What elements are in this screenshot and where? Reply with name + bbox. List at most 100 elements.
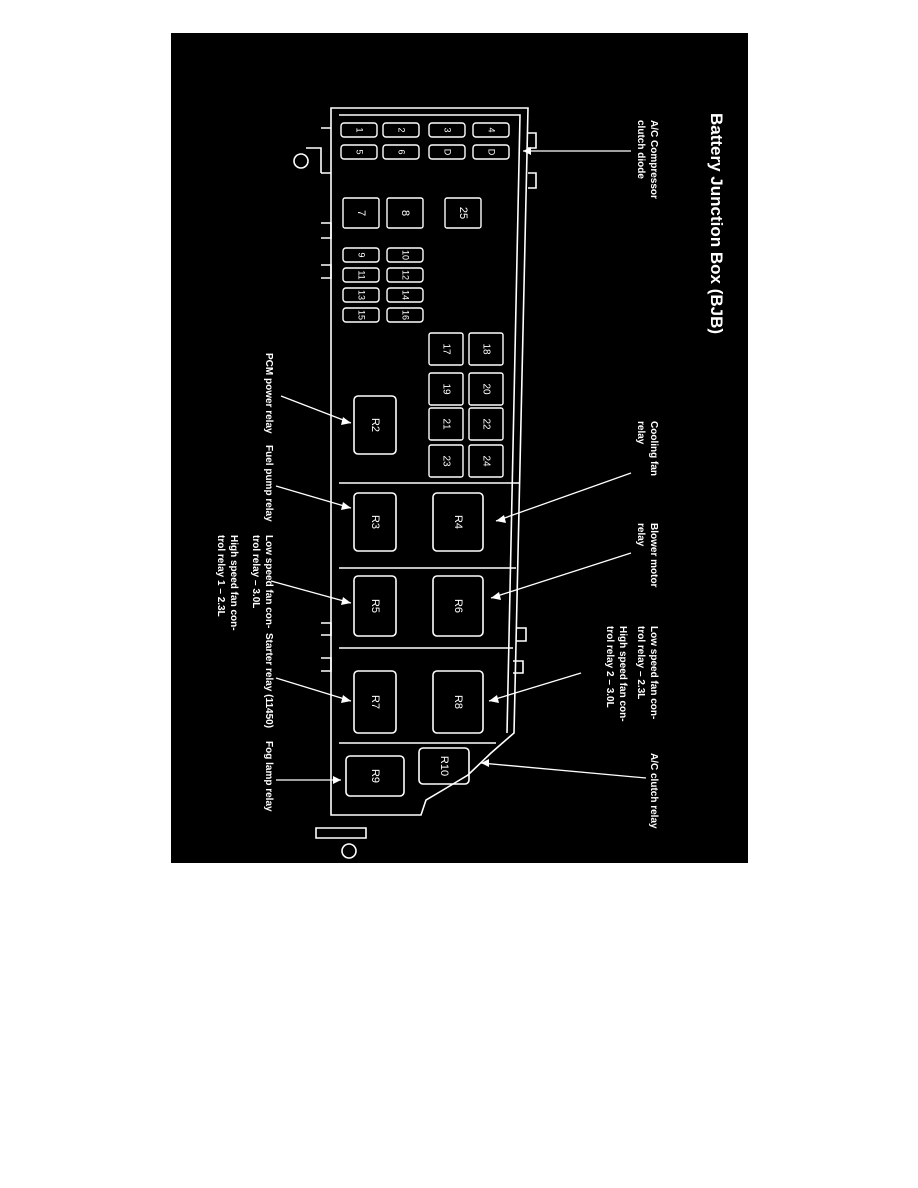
fuse-small-0-outline (340, 122, 378, 138)
relay-r10-label: R10 (438, 756, 450, 776)
fuse-mid-20-label: 20 (480, 383, 491, 395)
label-blower-motor-2: relay (635, 523, 646, 547)
svg-text:trol relay – 3.0L: trol relay – 3.0L (250, 535, 261, 608)
fuse-small-3-label: 4 (487, 127, 497, 132)
fuse-small-7-label: D (487, 149, 497, 156)
svg-text:Fuel pump relay: Fuel pump relay (263, 445, 274, 522)
arrowhead-low-speed-30 (341, 597, 351, 605)
arrowhead-fuel-pump (341, 502, 351, 510)
mount-tab-left-2 (321, 264, 332, 279)
relay-r6-label: R6 (452, 599, 464, 613)
fuse-small-10-label: 11 (357, 270, 367, 279)
label-fuel-pump: Fuel pump relay (263, 445, 274, 522)
mount-tab-top-left (306, 127, 331, 174)
mount-hole-bottom (341, 843, 357, 859)
arrow-blower-motor (490, 552, 632, 599)
fuse-small-13-label: 14 (401, 290, 411, 300)
fuse-mid-23-label: 23 (440, 455, 451, 467)
fuse-small-3-outline (472, 122, 510, 138)
fuse-small-1-label: 2 (397, 127, 407, 132)
fuse-mid-21-label: 21 (440, 418, 451, 430)
fuse-small-2-outline (428, 122, 466, 138)
fuse-small-12-label: 13 (357, 290, 367, 300)
arrowhead-ac-compressor (523, 147, 531, 155)
label-low-speed-30-1: Low speed fan con- (263, 535, 274, 628)
fuse-small-15-outline (386, 307, 424, 323)
svg-text:Low speed fan con-: Low speed fan con- (263, 535, 274, 628)
mount-tab-left-1 (321, 222, 332, 239)
page-title: Battery Junction Box (BJB) (707, 113, 726, 334)
arrow-low-speed-30 (270, 580, 352, 604)
fuse-small-5-label: 6 (397, 149, 407, 154)
fuse-small-10-outline (342, 267, 380, 283)
label-ac-compressor-2: clutch diode (635, 120, 646, 179)
fuse-small-13-outline (386, 287, 424, 303)
label-low-speed-23-2: trol relay – 2.3L (635, 626, 646, 699)
arrowhead-starter (341, 695, 351, 703)
fuse-mid-18-label: 18 (480, 343, 491, 355)
fuse-small-6-outline (428, 144, 466, 160)
arrow-pcm-power (280, 395, 352, 424)
fuse-mid-20-outline (468, 372, 504, 406)
label-cooling-fan-1: Cooling fan (648, 421, 659, 476)
relay-r7-outline (353, 670, 397, 734)
svg-text:relay: relay (635, 421, 646, 445)
fuse-mid-18-outline (468, 332, 504, 366)
fuse-mid-19-outline (428, 372, 464, 406)
fuse-small-6-label: D (443, 149, 453, 156)
fuse-small-8-outline (342, 247, 380, 263)
svg-text:trol relay – 2.3L: trol relay – 2.3L (635, 626, 646, 699)
label-high-speed-23-1: High speed fan con- (228, 535, 239, 631)
mount-tab-right-1 (528, 132, 537, 149)
fuse-small-9-outline (386, 247, 424, 263)
label-high-speed-30-1: High speed fan con- (617, 626, 628, 722)
fuse-small-4-label: 5 (355, 149, 365, 154)
fuse-mid-24-label: 24 (480, 455, 491, 467)
relay-r5-outline (353, 575, 397, 637)
fuse-mid-21-outline (428, 407, 464, 441)
mount-tab-left-4 (321, 657, 332, 672)
fuse-mid-22-outline (468, 407, 504, 441)
relay-r9-label: R9 (369, 769, 381, 783)
relay-r8-outline (432, 670, 484, 734)
svg-text:High speed fan con-: High speed fan con- (617, 626, 628, 722)
fuse-small-2-label: 3 (443, 127, 453, 132)
fuse-small-8-label: 9 (357, 252, 367, 257)
fuse-large-8-label: 8 (399, 210, 411, 216)
fuse-mid-17-outline (428, 332, 464, 366)
svg-text:Fog lamp relay: Fog lamp relay (263, 741, 274, 812)
svg-text:A/C Compressor: A/C Compressor (648, 120, 659, 199)
svg-text:Starter relay (11450): Starter relay (11450) (263, 633, 274, 728)
relay-r2-outline (353, 395, 397, 455)
svg-text:Blower motor: Blower motor (648, 523, 659, 588)
fuse-small-4-outline (340, 144, 378, 160)
label-pcm-power: PCM power relay (263, 353, 274, 434)
relay-r3-label: R3 (369, 515, 381, 529)
fuse-mid-17-label: 17 (440, 343, 451, 355)
fuse-large-25-outline (444, 197, 482, 229)
svg-text:PCM power relay: PCM power relay (263, 353, 274, 434)
relay-r2-label: R2 (369, 418, 381, 432)
mount-tab-right-4 (513, 660, 524, 674)
arrowhead-ac-clutch (481, 759, 489, 767)
svg-text:Cooling fan: Cooling fan (648, 421, 659, 476)
relay-r4-outline (432, 492, 484, 552)
label-cooling-fan-2: relay (635, 421, 646, 445)
svg-text:trol relay 2 – 3.0L: trol relay 2 – 3.0L (604, 626, 615, 708)
fuse-small-15-label: 16 (401, 310, 411, 320)
mount-tab-right-3 (516, 627, 527, 642)
mount-tab-bottom (315, 827, 367, 839)
mount-hole-top (293, 153, 309, 169)
fuse-small-11-label: 12 (401, 270, 411, 280)
fuse-large-25-label: 25 (457, 207, 469, 219)
fuse-small-9-label: 10 (401, 250, 411, 260)
fuse-small-0-label: 1 (355, 127, 365, 132)
label-fog-lamp: Fog lamp relay (263, 741, 274, 812)
fuse-small-11-outline (386, 267, 424, 283)
arrow-starter (275, 677, 352, 702)
arrowhead-high-speed-30 (489, 695, 499, 703)
relay-r5-label: R5 (369, 599, 381, 613)
arrowhead-pcm-power (341, 417, 351, 425)
arrowhead-cooling-fan (496, 515, 506, 523)
